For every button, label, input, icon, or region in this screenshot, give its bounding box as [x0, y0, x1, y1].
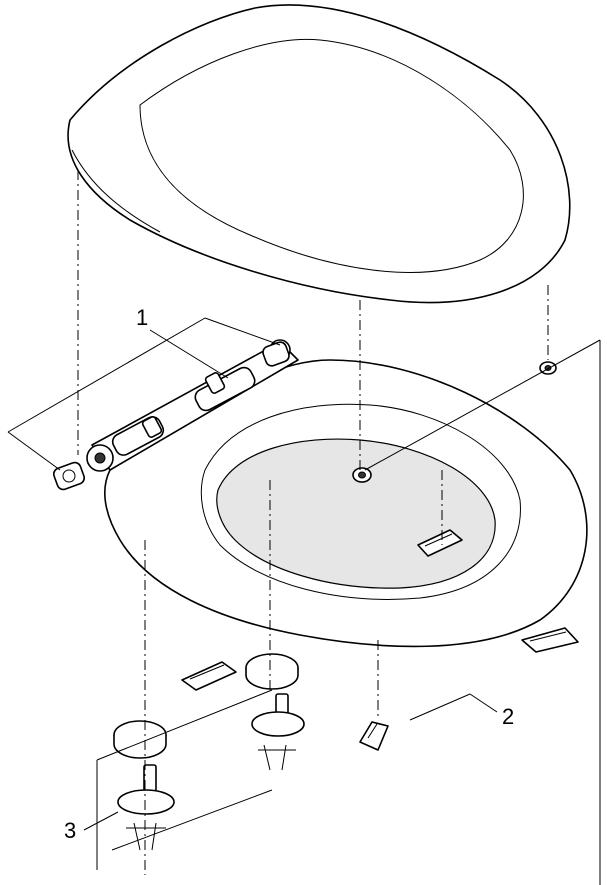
- seat-buffer-front-right: [359, 721, 389, 751]
- callout-label-3: 3: [64, 818, 76, 843]
- lid-buffer-center: [352, 467, 372, 483]
- fixing-right: [251, 693, 305, 771]
- callout-label-2: 2: [502, 704, 514, 729]
- seat-buffer-inner: [417, 529, 463, 557]
- cover-cap-left: [113, 720, 167, 759]
- seat-lid: [67, 4, 571, 304]
- callout-1: 1: [136, 305, 229, 379]
- callout-label-1: 1: [136, 305, 148, 330]
- hinge-pin-left: [111, 416, 165, 456]
- seat-buffer-front-left: [181, 661, 237, 691]
- fixing-left: [117, 764, 175, 851]
- end-cap-right: [262, 341, 290, 367]
- hinge-pin-right: [194, 366, 256, 412]
- cover-cap-right: [245, 653, 299, 690]
- callout-3: 3: [64, 811, 119, 843]
- callout-2: 2: [409, 693, 514, 729]
- assembly-lines: [7, 170, 601, 885]
- seat-buffer-right: [521, 627, 579, 653]
- end-cap-left: [52, 461, 86, 491]
